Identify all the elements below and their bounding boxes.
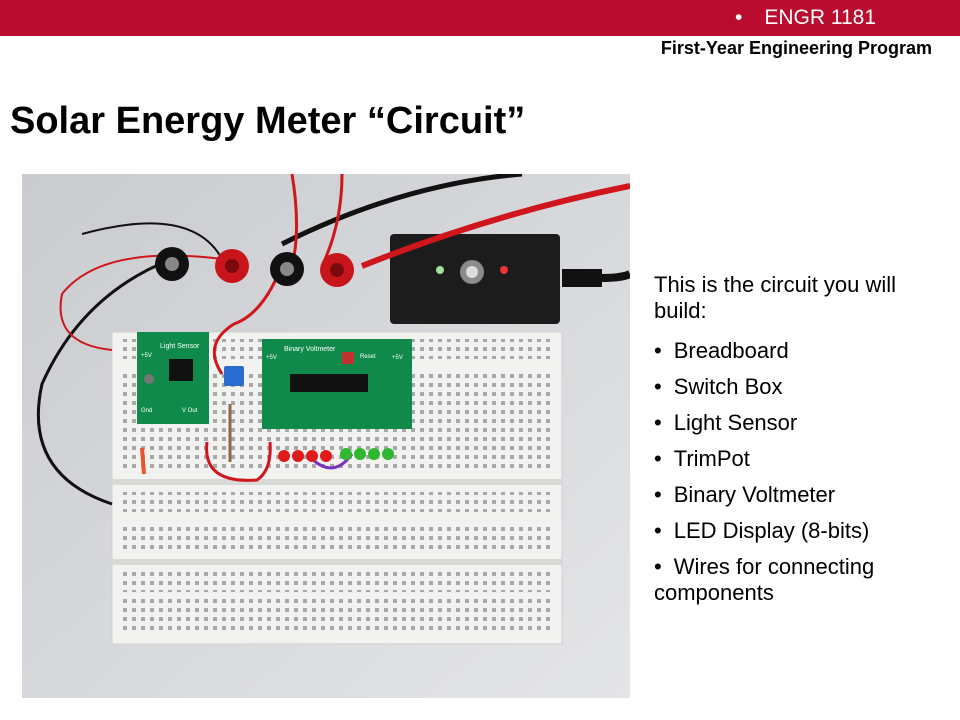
course-code: ENGR 1181 — [764, 6, 877, 29]
list-item: • TrimPot — [654, 446, 954, 472]
list-item-label: Breadboard — [673, 338, 789, 363]
bullet: • — [654, 554, 662, 579]
list-item-label: TrimPot — [673, 446, 750, 471]
list-item-label: Binary Voltmeter — [673, 482, 836, 507]
list-item: • LED Display (8-bits) — [654, 518, 954, 544]
bullet: • — [654, 446, 662, 471]
circuit-illustration: Light Sensor +5V Gnd V Out Binary Voltme… — [22, 174, 630, 698]
bullet: • — [654, 338, 662, 363]
list-item: • Switch Box — [654, 374, 954, 400]
light-sensor-board: Light Sensor +5V Gnd V Out — [137, 332, 209, 424]
sensor-gnd-label: Gnd — [141, 408, 152, 414]
list-item-label: LED Display (8-bits) — [673, 518, 870, 543]
trimpot — [224, 366, 244, 386]
bullet: • — [654, 518, 662, 543]
course-label: • ENGR 1181 — [735, 6, 876, 30]
list-item-label: Switch Box — [673, 374, 783, 399]
binary-voltmeter-board: Binary Voltmeter Reset +5V +5V — [262, 339, 412, 429]
banana-jacks — [155, 247, 354, 287]
list-item: • Light Sensor — [654, 410, 954, 436]
circuit-photo: Light Sensor +5V Gnd V Out Binary Voltme… — [22, 174, 630, 698]
list-item: •Wires for connecting components — [654, 554, 954, 606]
bullet: • — [654, 482, 662, 507]
course-bullet: • — [735, 6, 743, 29]
led-display — [278, 448, 394, 462]
header-bar — [0, 0, 960, 36]
wires — [36, 174, 630, 506]
slide-content: This is the circuit you will build: • Bre… — [654, 272, 954, 616]
component-list: • Breadboard • Switch Box • Light Sensor • T… — [654, 338, 954, 606]
list-item: • Breadboard — [654, 338, 954, 364]
light-sensor-label: Light Sensor — [160, 343, 200, 350]
voltmeter-5v-right-label: +5V — [392, 355, 403, 361]
slide-title: Solar Energy Meter “Circuit” — [10, 100, 526, 142]
list-item-label: Wires for connecting components — [654, 554, 875, 605]
voltmeter-label: Binary Voltmeter — [284, 346, 336, 353]
list-item: • Binary Voltmeter — [654, 482, 954, 508]
sensor-vout-label: V Out — [182, 408, 198, 414]
sensor-5v-label: +5V — [141, 353, 152, 359]
intro-text: This is the circuit you will build: — [654, 272, 897, 323]
bullet: • — [654, 410, 662, 435]
program-name: First-Year Engineering Program — [660, 38, 932, 58]
list-item-label: Light Sensor — [673, 410, 798, 435]
reset-label: Reset — [360, 354, 376, 360]
switch-box — [390, 234, 630, 324]
bullet: • — [654, 374, 662, 399]
voltmeter-5v-left-label: +5V — [266, 355, 277, 361]
